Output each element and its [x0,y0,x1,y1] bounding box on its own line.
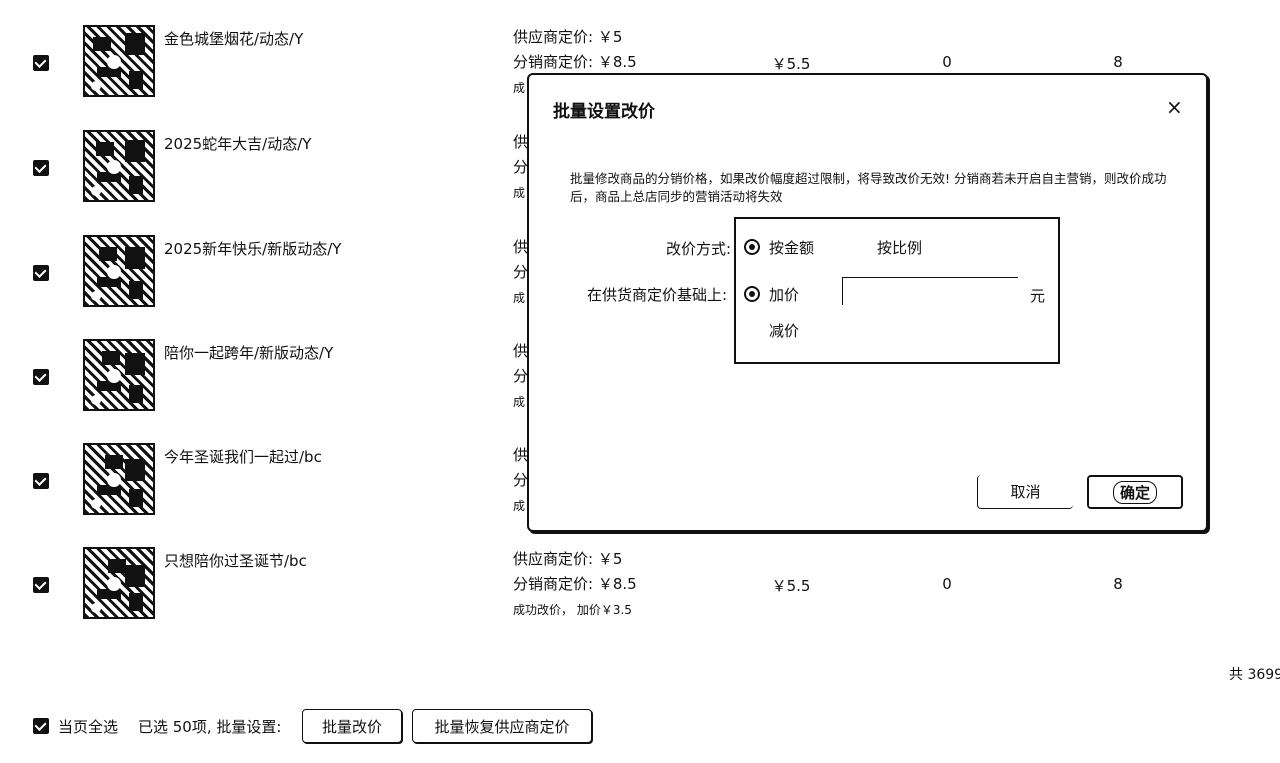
row-checkbox[interactable] [33,473,49,489]
supplier-price: 供 [513,238,529,256]
cancel-button[interactable]: 取消 [977,475,1073,509]
option-by-amount-label[interactable]: 按金额 [769,239,815,257]
product-name[interactable]: 2025新年快乐/新版动态/Y [164,240,342,258]
row-checkbox[interactable] [33,160,49,176]
batch-restore-button[interactable]: 批量恢复供应商定价 [412,709,592,743]
stat-value: 0 [942,53,952,71]
product-thumbnail [83,235,155,307]
supplier-price: 供 [513,446,529,464]
batch-price-dialog: 批量设置改价 × 批量修改商品的分销价格，如果改价幅度超过限制，将导致改价无效!… [527,73,1208,532]
product-name[interactable]: 今年圣诞我们一起过/bc [164,448,322,466]
price-mode-label: 改价方式: [666,240,732,258]
total-count: 共 3699 [1229,667,1280,683]
supplier-price: 供应商定价: ￥5 [513,28,623,46]
unit-label: 元 [1030,287,1046,305]
product-thumbnail [83,443,155,515]
product-thumbnail [83,130,155,202]
row-checkbox[interactable] [33,265,49,281]
supplier-price: 供 [513,133,529,151]
product-thumbnail [83,339,155,411]
base-price-label: 在供货商定价基础上: [587,286,728,304]
row-checkbox[interactable] [33,55,49,71]
dialog-description: 批量修改商品的分销价格，如果改价幅度超过限制，将导致改价无效! 分销商若未开启自… [570,171,1167,204]
distributor-price: 分销商定价: ￥8.5 [513,575,637,593]
product-thumbnail [83,25,155,97]
table-row: 陪你一起跨年/新版动态/Y 供 分 成 [0,339,1280,443]
dialog-title: 批量设置改价 [553,102,655,122]
confirm-button[interactable]: 确定 [1087,475,1183,509]
stat-value: 0 [942,575,952,593]
option-by-ratio-label[interactable]: 按比例 [877,239,923,257]
table-row: 2025新年快乐/新版动态/Y 供 分 成 [0,235,1280,339]
row-checkbox[interactable] [33,369,49,385]
supplier-price: 供应商定价: ￥5 [513,550,623,568]
table-row: 今年圣诞我们一起过/bc 供 分 成 [0,443,1280,547]
select-all-label[interactable]: 当页全选 [58,718,119,736]
select-all-checkbox[interactable] [33,718,49,734]
price-change-note: 成 [513,186,526,200]
close-icon[interactable]: × [1166,95,1183,119]
selected-info: 已选 50项, 批量设置: [138,718,282,736]
distributor-price: 分 [513,471,529,489]
supplier-price: 供 [513,342,529,360]
price-diff: ￥5.5 [771,577,811,595]
price-change-note: 成 [513,395,526,409]
radio-by-amount[interactable] [744,239,760,255]
price-change-note: 成 [513,81,526,95]
product-name[interactable]: 金色城堡烟花/动态/Y [164,30,304,48]
price-change-note: 成 [513,291,526,305]
table-row: 只想陪你过圣诞节/bc 供应商定价: ￥5 分销商定价: ￥8.5 成功改价， … [0,547,1280,651]
table-row: 2025蛇年大吉/动态/Y 供 分 成 [0,130,1280,234]
amount-input[interactable] [842,277,1018,305]
confirm-button-label: 确定 [1112,480,1157,504]
batch-price-button[interactable]: 批量改价 [302,709,402,743]
price-change-note: 成 [513,499,526,513]
radio-add-price[interactable] [744,286,760,302]
stat-value: 8 [1113,575,1123,593]
stat-value: 8 [1113,53,1123,71]
distributor-price: 分 [513,263,529,281]
table-row: 金色城堡烟花/动态/Y 供应商定价: ￥5 分销商定价: ￥8.5 成 ￥5.5… [0,25,1280,129]
distributor-price: 分 [513,367,529,385]
product-thumbnail [83,547,155,619]
price-diff: ￥5.5 [771,55,811,73]
product-name[interactable]: 只想陪你过圣诞节/bc [164,552,307,570]
price-options-panel: 按金额 按比例 加价 减价 元 [734,217,1060,364]
option-reduce-price-label[interactable]: 减价 [769,322,800,340]
row-checkbox[interactable] [33,577,49,593]
option-add-price-label[interactable]: 加价 [769,286,800,304]
product-name[interactable]: 2025蛇年大吉/动态/Y [164,135,312,153]
distributor-price: 分 [513,158,529,176]
distributor-price: 分销商定价: ￥8.5 [513,53,637,71]
product-name[interactable]: 陪你一起跨年/新版动态/Y [164,344,334,362]
price-change-note: 成功改价， 加价￥3.5 [513,603,632,617]
